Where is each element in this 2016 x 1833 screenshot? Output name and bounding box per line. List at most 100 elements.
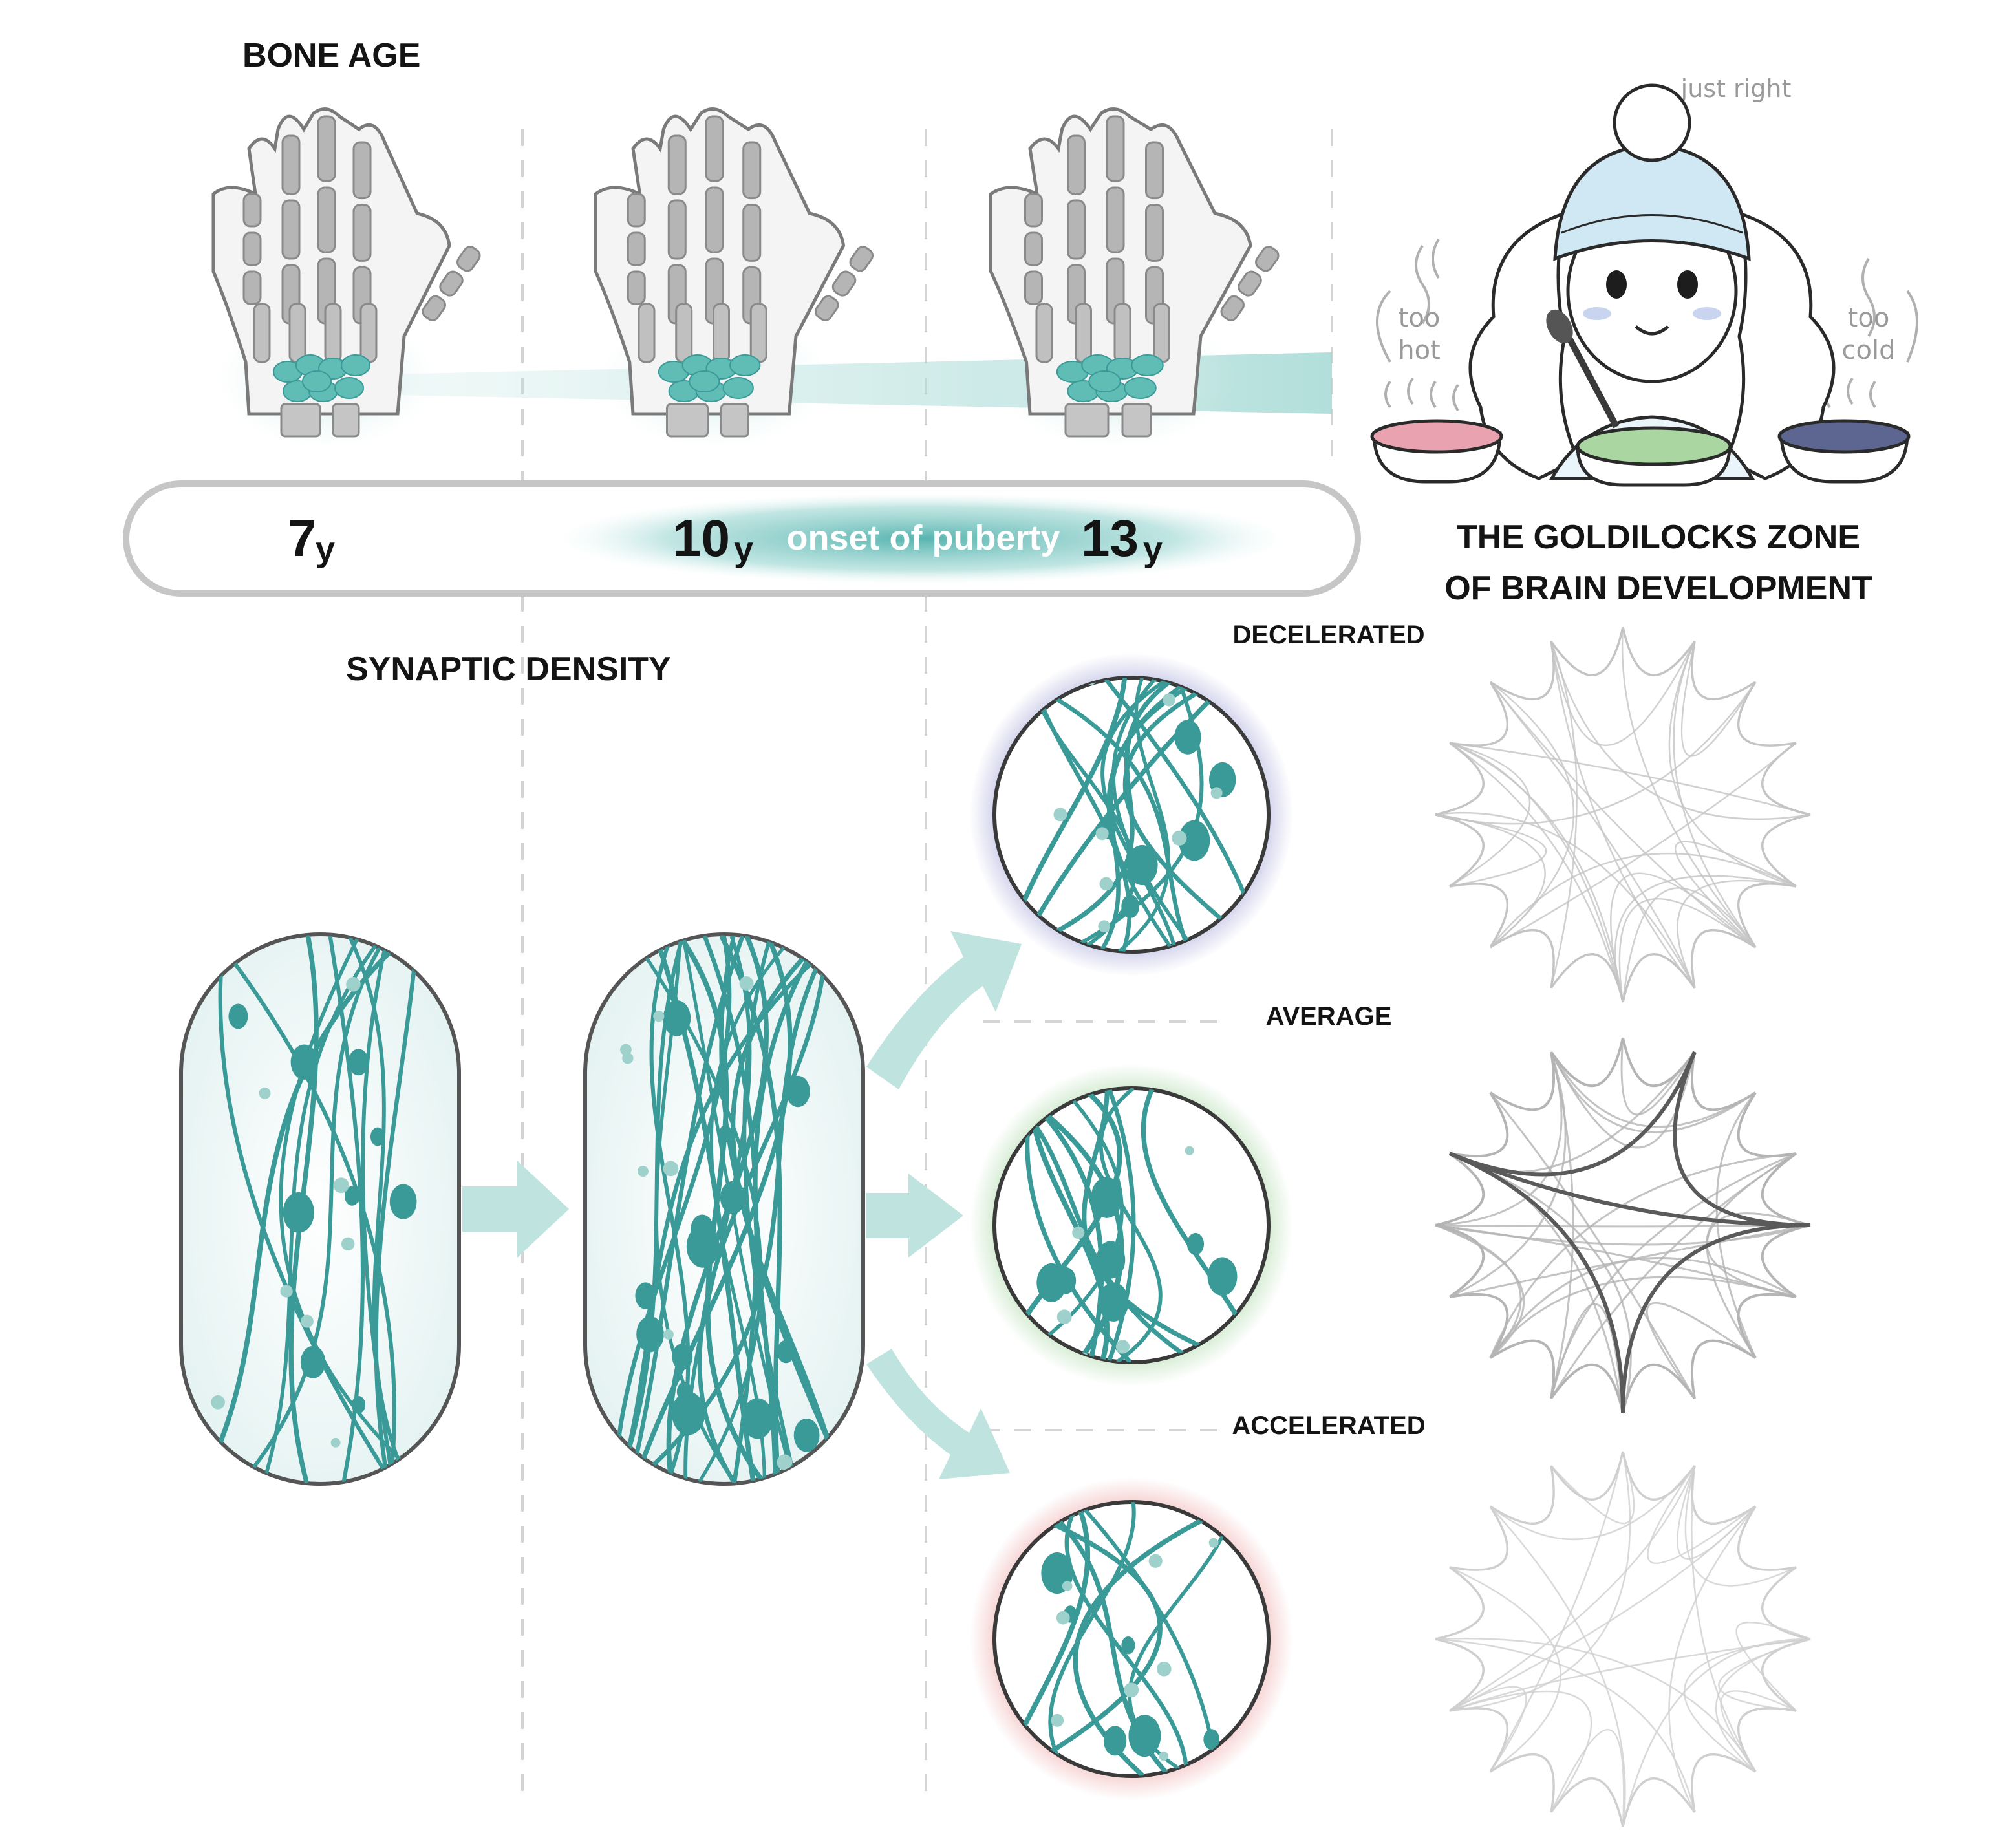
connectome-edge [1490,1753,1555,1813]
neuron-dot [1051,1713,1064,1727]
connectome-link [1718,1638,1811,1712]
neuron-soma [1121,1636,1135,1655]
age-13-label: 13 [1081,509,1139,567]
neuron-dot [1095,827,1109,841]
neuron-fiber [1118,678,1171,952]
connectome-edge [1622,1451,1696,1501]
neuron-dot [280,1285,293,1298]
connectome-edge [1761,1566,1811,1640]
neuron-soma [720,1181,745,1214]
connectome-edge [1550,1777,1624,1827]
connectome-link [1449,742,1811,816]
age-7-label: 7 [288,509,317,567]
connectome-edge [1622,1363,1696,1413]
finger-bones-2 [317,115,336,325]
neuron-dot [1185,1146,1194,1155]
average-label: AVERAGE [1266,1002,1392,1031]
finger-bones-1 [667,134,687,325]
connectome-edge [1435,1224,1485,1298]
just-right-label: just right [1680,74,1792,103]
too-hot-label-1: too [1399,303,1441,333]
connectome-link [1668,1506,1757,1813]
age-7-unit: y [316,530,335,569]
hat-pompom [1613,83,1691,162]
neuron-dot [653,1011,665,1022]
connectome-link [1674,841,1797,948]
connectome-link [1449,1224,1811,1298]
neuron-fiber [1018,678,1192,952]
too-hot-label-2: hot [1398,336,1441,365]
neuron-soma [1191,835,1205,853]
neuron-fiber [279,936,424,1483]
neuron-dot [1072,1226,1085,1239]
goldilocks-title-line1: THE GOLDILOCKS ZONE [1457,519,1860,556]
connectome-link [1489,681,1696,989]
neuron-dot [330,1437,341,1448]
connectome-edge [1550,1037,1624,1088]
bowl-too-cold-icon [1777,419,1911,484]
neuron-fiber [999,1502,1163,1776]
puberty-band [559,493,1283,584]
connectome-link [1618,897,1756,1003]
neuron-soma [636,1316,664,1353]
connectome-link [1435,813,1546,949]
neuron-soma [228,1003,248,1029]
neuron-soma [351,1395,366,1414]
connectome-edge [1449,1707,1509,1772]
neuron-dot [1210,787,1223,799]
neuron-soma [1098,1282,1129,1322]
neuron-fiber [1011,1088,1124,1362]
connectome-strong-link [1448,1152,1625,1413]
connectome-link [1677,879,1797,989]
connectome-link [1550,1051,1696,1149]
neuron-soma [1186,1232,1205,1255]
neuron-soma [1174,720,1201,755]
connectome-edge [1622,627,1696,677]
connectome-link [1720,1690,1797,1772]
connectome-link [1435,1638,1696,1813]
neuron-soma [348,1049,369,1076]
neuron-soma [300,1345,326,1378]
connectome-edge [1550,1451,1624,1501]
connectome-link [1550,1051,1756,1128]
connectome-link [1489,1152,1797,1358]
neuron-soma [777,1340,795,1364]
neuron-soma [793,1419,820,1452]
connectome-edge [1691,1051,1757,1111]
neuron-soma [344,1186,360,1206]
connectome-link [1646,1302,1756,1399]
neuron-dot [1208,1538,1219,1548]
connectome-link [1550,1451,1635,1525]
neuron-fiber [628,935,744,1483]
connectome-link [1435,813,1547,888]
connectome-link [1691,1465,1757,1772]
neuron-soma [671,1391,705,1435]
connectome-link [1550,641,1696,747]
finger-bones-0 [242,193,262,305]
connectome-link [1550,1728,1625,1827]
connectome-link [1550,1303,1624,1413]
neuron-soma [283,1192,314,1233]
finger-bones-4 [422,246,481,321]
finger-bones-0 [1024,193,1043,305]
connectome-link [1435,1637,1757,1772]
connectome-edge [1691,1753,1756,1813]
connectome-link [1621,627,1757,948]
neuron-dot [333,1177,349,1194]
neuron-soma [786,1075,810,1108]
finger-bones-3 [352,141,372,325]
connectome-edge [1449,1091,1509,1157]
connectome-accelerated [1435,1451,1811,1827]
connectome-link [1490,1465,1695,1540]
synapse-circle-accelerated [970,1477,1293,1801]
connectome-link [1435,1224,1811,1228]
connectome-link [1715,1091,1757,1358]
connectome-edge [1761,813,1811,888]
bowl-too-hot-icon [1370,419,1503,484]
girl-eye-left [1606,270,1627,299]
connectome-link [1677,1465,1756,1560]
neuron-soma [1128,1715,1161,1757]
connectome-link [1668,641,1797,888]
connectome-edge [1490,1465,1555,1525]
